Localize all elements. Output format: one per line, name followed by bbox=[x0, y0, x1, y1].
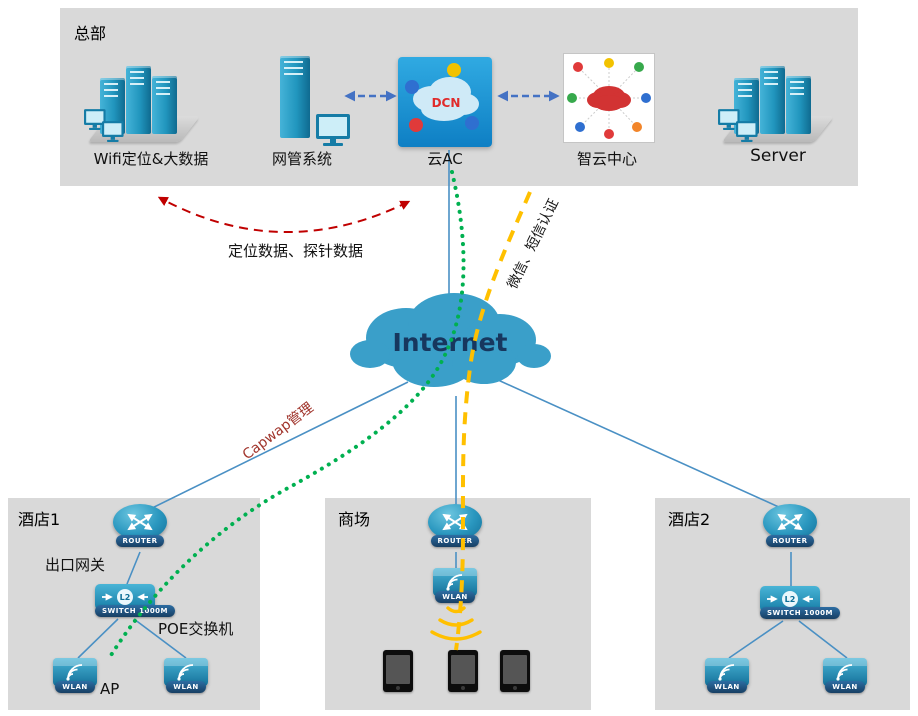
nms-workstation-icon bbox=[264, 56, 352, 148]
wifi-signal-fan-icon bbox=[430, 606, 482, 641]
hotel1-router-icon: ROUTER bbox=[113, 504, 167, 547]
mall-ap-icon: WLAN bbox=[433, 568, 477, 603]
mall-title: 商场 bbox=[338, 510, 371, 529]
router-ribbon: ROUTER bbox=[115, 535, 165, 547]
zhiyun-label: 智云中心 bbox=[576, 150, 637, 168]
nms-label: 网管系统 bbox=[271, 150, 332, 168]
hotel1-switch-icon: L2 SWITCH 1000M bbox=[95, 584, 176, 617]
wlan-ribbon: WLAN bbox=[825, 681, 865, 693]
cloud-ac-icon: DCN bbox=[398, 57, 492, 147]
server-label: Server bbox=[750, 146, 806, 166]
l2-badge: L2 bbox=[782, 591, 798, 607]
zhiyun-satellite-dots bbox=[567, 58, 651, 139]
server-tower-icon bbox=[126, 66, 151, 134]
auth-label: 微信、短信认证 bbox=[504, 196, 563, 292]
hotel2-ap2-icon: WLAN bbox=[823, 658, 867, 693]
wifi-bigdata-servers-icon bbox=[84, 52, 206, 144]
router-ribbon: ROUTER bbox=[765, 535, 815, 547]
hotel2-title: 酒店2 bbox=[668, 510, 711, 529]
mall-router-icon: ROUTER bbox=[428, 504, 482, 547]
zhiyun-center-icon bbox=[563, 53, 655, 143]
server-tower-icon bbox=[786, 76, 811, 134]
ap-label: AP bbox=[100, 680, 120, 698]
wifi-bigdata-label: Wifi定位&大数据 bbox=[93, 150, 209, 168]
tablet-icon bbox=[448, 650, 478, 692]
hotel2-router-icon: ROUTER bbox=[763, 504, 817, 547]
red-cloud-icon bbox=[587, 86, 631, 111]
wifi-wave-icon bbox=[718, 664, 735, 681]
monitor-icon bbox=[718, 109, 740, 130]
tablet-icon bbox=[383, 650, 413, 692]
monitor-icon bbox=[84, 109, 106, 130]
router-arrows-icon bbox=[777, 513, 803, 531]
monitor-icon bbox=[316, 114, 350, 146]
tablet-icon bbox=[500, 650, 530, 692]
monitor-icon bbox=[102, 121, 124, 142]
wifi-wave-icon bbox=[836, 664, 853, 681]
server-tower-icon bbox=[152, 76, 177, 134]
server-tower-icon bbox=[280, 56, 310, 138]
dcn-label: DCN bbox=[432, 96, 461, 110]
poe-switch-label: POE交换机 bbox=[158, 620, 234, 638]
hotel2-switch-icon: L2 SWITCH 1000M bbox=[760, 586, 841, 619]
hotel1-ap1-icon: WLAN bbox=[53, 658, 97, 693]
wifi-wave-icon bbox=[177, 664, 194, 681]
internet-label: Internet bbox=[392, 328, 507, 357]
wifi-wave-icon bbox=[66, 664, 83, 681]
monitor-icon bbox=[736, 121, 758, 142]
hotel1-title: 酒店1 bbox=[18, 510, 61, 529]
capwap-label: Capwap管理 bbox=[239, 399, 317, 464]
wlan-ribbon: WLAN bbox=[707, 681, 747, 693]
server-tower-icon bbox=[760, 66, 785, 134]
cloud-ac-label: 云AC bbox=[427, 150, 463, 168]
server-cluster-icon bbox=[718, 52, 840, 144]
hotel2-ap1-icon: WLAN bbox=[705, 658, 749, 693]
hotel1-ap2-icon: WLAN bbox=[164, 658, 208, 693]
l2-badge: L2 bbox=[117, 589, 133, 605]
switch-ribbon: SWITCH 1000M bbox=[95, 605, 176, 617]
dcn-satellite-dots bbox=[405, 63, 479, 132]
wlan-ribbon: WLAN bbox=[166, 681, 206, 693]
probe-data-label: 定位数据、探针数据 bbox=[228, 242, 364, 260]
hq-title: 总部 bbox=[74, 24, 107, 43]
router-ribbon: ROUTER bbox=[430, 535, 480, 547]
switch-ribbon: SWITCH 1000M bbox=[760, 607, 841, 619]
internet-cloud-icon: Internet bbox=[350, 293, 551, 387]
probe-data-flow-line bbox=[157, 196, 411, 234]
gateway-label: 出口网关 bbox=[45, 556, 106, 574]
wlan-ribbon: WLAN bbox=[55, 681, 95, 693]
